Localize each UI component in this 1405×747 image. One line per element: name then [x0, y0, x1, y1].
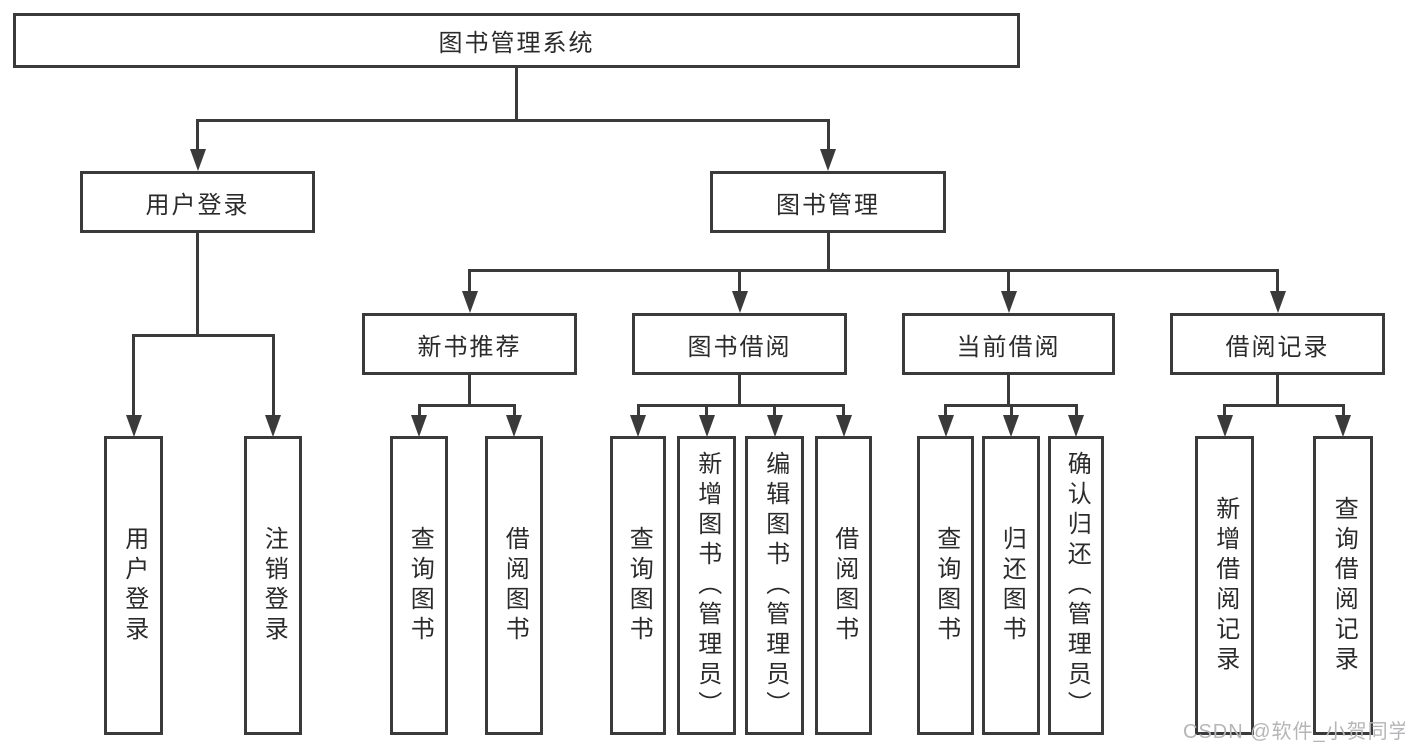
leaf-user-login: 用户登录	[104, 436, 163, 735]
connector-line	[132, 334, 275, 337]
leaf-add-book-admin: 新增图书（管理员）	[677, 436, 736, 735]
leaf-borrow-book-recommend-label: 借阅图书	[501, 525, 529, 646]
connector-line	[944, 404, 947, 418]
leaf-query-book-current-label: 查询图书	[932, 525, 960, 646]
arrow-down-icon	[835, 415, 852, 437]
connector-line	[842, 404, 845, 418]
arrow-down-icon	[1000, 291, 1017, 313]
leaf-edit-book-admin: 编辑图书（管理员）	[745, 436, 804, 735]
leaf-query-book-borrow: 查询图书	[610, 436, 666, 735]
connector-line	[468, 269, 1278, 272]
arrow-down-icon	[125, 415, 142, 437]
leaf-query-book-recommend: 查询图书	[390, 436, 448, 735]
leaf-query-book-current: 查询图书	[917, 436, 974, 735]
arrow-down-icon	[630, 415, 646, 437]
arrow-down-icon	[766, 415, 783, 437]
leaf-query-book-borrow-label: 查询图书	[625, 525, 653, 646]
arrow-down-icon	[1269, 291, 1286, 313]
connector-line	[512, 404, 516, 418]
arrow-down-icon	[731, 291, 748, 313]
node-user-login-label: 用户登录	[145, 191, 250, 219]
node-borrow-records: 借阅记录	[1170, 313, 1385, 375]
node-borrow-records-label: 借阅记录	[1225, 333, 1330, 361]
connector-line	[1276, 375, 1279, 406]
node-current-borrow-label: 当前借阅	[956, 333, 1061, 361]
connector-line	[1009, 404, 1013, 418]
connector-line	[1074, 404, 1078, 418]
connector-line	[1223, 404, 1345, 407]
leaf-query-book-recommend-label: 查询图书	[406, 525, 434, 646]
connector-line	[196, 119, 830, 122]
connector-line	[1223, 404, 1226, 418]
arrow-down-icon	[1335, 415, 1351, 437]
leaf-return-book-label: 归还图书	[998, 525, 1026, 646]
connector-line	[705, 404, 708, 418]
connector-line	[515, 68, 518, 121]
node-new-book-recommend-label: 新书推荐	[417, 333, 522, 361]
leaf-add-borrow-record: 新增借阅记录	[1195, 436, 1254, 735]
connector-line	[468, 269, 471, 293]
leaf-borrow-book-recommend: 借阅图书	[485, 436, 543, 735]
arrow-down-icon	[1216, 415, 1233, 437]
connector-line	[1007, 375, 1010, 406]
leaf-add-borrow-record-label: 新增借阅记录	[1211, 495, 1239, 676]
csdn-watermark: CSDN @软件_小贺同学	[1183, 721, 1405, 743]
node-user-login: 用户登录	[80, 171, 315, 233]
leaf-logout-label: 注销登录	[260, 525, 288, 646]
leaf-borrow-book: 借阅图书	[815, 436, 872, 735]
leaf-query-borrow-record: 查询借阅记录	[1313, 436, 1373, 735]
arrow-down-icon	[1003, 415, 1019, 437]
arrow-down-icon	[265, 415, 281, 437]
leaf-confirm-return-admin-label: 确认归还（管理员）	[1063, 450, 1091, 721]
arrow-down-icon	[461, 291, 478, 313]
connector-line	[636, 404, 845, 407]
leaf-user-login-label: 用户登录	[120, 525, 148, 646]
arrow-down-icon	[189, 149, 206, 171]
node-root-system: 图书管理系统	[13, 13, 1020, 68]
connector-line	[773, 404, 776, 418]
connector-line	[1276, 269, 1279, 293]
arrow-down-icon	[820, 149, 836, 171]
arrow-down-icon	[937, 415, 954, 437]
leaf-query-borrow-record-label: 查询借阅记录	[1330, 495, 1358, 676]
connector-line	[468, 375, 471, 406]
connector-line	[417, 404, 516, 407]
connector-line	[1341, 404, 1345, 418]
connector-line	[196, 233, 199, 336]
node-book-management-label: 图书管理	[776, 191, 880, 219]
connector-line	[417, 404, 421, 418]
connector-line	[826, 119, 830, 151]
arrow-down-icon	[506, 415, 522, 437]
connector-line	[1007, 269, 1010, 293]
leaf-return-book: 归还图书	[982, 436, 1040, 735]
leaf-confirm-return-admin: 确认归还（管理员）	[1048, 436, 1104, 735]
connector-line	[271, 334, 275, 418]
node-book-management: 图书管理	[710, 171, 946, 233]
arrow-down-icon	[411, 415, 427, 437]
leaf-logout: 注销登录	[244, 436, 302, 735]
node-new-book-recommend: 新书推荐	[362, 313, 577, 375]
connector-line	[738, 375, 741, 406]
node-book-borrow: 图书借阅	[632, 313, 847, 375]
connector-line	[738, 269, 741, 293]
connector-line	[636, 404, 640, 418]
node-current-borrow: 当前借阅	[902, 313, 1115, 375]
arrow-down-icon	[698, 415, 715, 437]
leaf-borrow-book-label: 借阅图书	[830, 525, 858, 646]
connector-line	[196, 119, 199, 151]
node-root-system-label: 图书管理系统	[438, 30, 595, 57]
connector-line	[826, 233, 830, 271]
arrow-down-icon	[1068, 415, 1084, 437]
connector-line	[132, 334, 135, 418]
node-book-borrow-label: 图书借阅	[687, 333, 792, 361]
leaf-add-book-admin-label: 新增图书（管理员）	[693, 450, 721, 721]
leaf-edit-book-admin-label: 编辑图书（管理员）	[761, 450, 789, 721]
